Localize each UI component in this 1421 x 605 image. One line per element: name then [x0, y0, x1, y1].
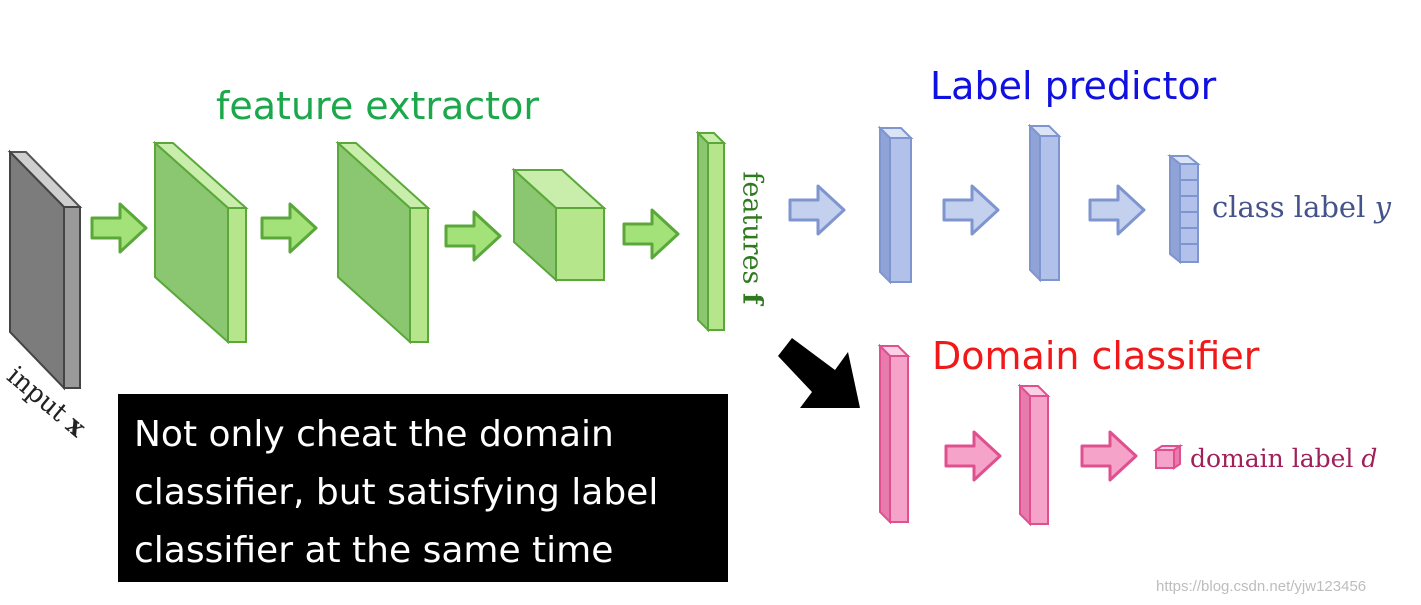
input-layer [7, 149, 83, 391]
watermark: https://blog.csdn.net/yjw123456 [1156, 578, 1367, 595]
feature-layer-3 [511, 167, 607, 283]
right-arrow-icon [622, 208, 680, 260]
class-label: class label y [1212, 190, 1391, 224]
label-predictor-title: Label predictor [930, 64, 1217, 108]
features-text: features [736, 171, 768, 285]
predictor-layer-2 [1027, 123, 1062, 283]
down-right-arrow-icon [778, 338, 860, 408]
right-arrow-icon [90, 202, 148, 254]
features-label: features f [737, 171, 768, 304]
feature-layer-1 [152, 140, 249, 345]
feature-extractor-title: feature extractor [216, 84, 539, 128]
right-arrow-icon [1080, 430, 1138, 482]
domain-label-text: domain label [1190, 444, 1354, 473]
domain-label: domain label d [1190, 444, 1377, 473]
right-arrow-icon [1088, 184, 1146, 236]
features-layer [695, 130, 727, 333]
right-arrow-icon [788, 184, 846, 236]
feature-layer-2 [335, 140, 431, 345]
features-var: f [736, 293, 768, 305]
right-arrow-icon [444, 210, 502, 262]
note-box: Not only cheat the domain classifier, bu… [118, 394, 728, 582]
right-arrow-icon [942, 184, 1000, 236]
note-line-3: classifier at the same time [134, 530, 614, 571]
predictor-layer-1 [877, 125, 914, 285]
right-arrow-icon [260, 202, 318, 254]
right-arrow-icon [944, 430, 1002, 482]
class-output-layer [1167, 153, 1201, 265]
domain-label-var: d [1361, 444, 1378, 473]
note-line-2: classifier, but satisfying label [134, 472, 659, 513]
class-label-var: y [1374, 190, 1391, 224]
note-line-1: Not only cheat the domain [134, 414, 614, 455]
domain-layer-2 [1017, 383, 1051, 527]
domain-classifier-title: Domain classifier [932, 334, 1260, 378]
domain-output-node [1152, 444, 1184, 470]
domain-layer-1 [877, 343, 911, 525]
class-label-text: class label [1212, 190, 1366, 224]
